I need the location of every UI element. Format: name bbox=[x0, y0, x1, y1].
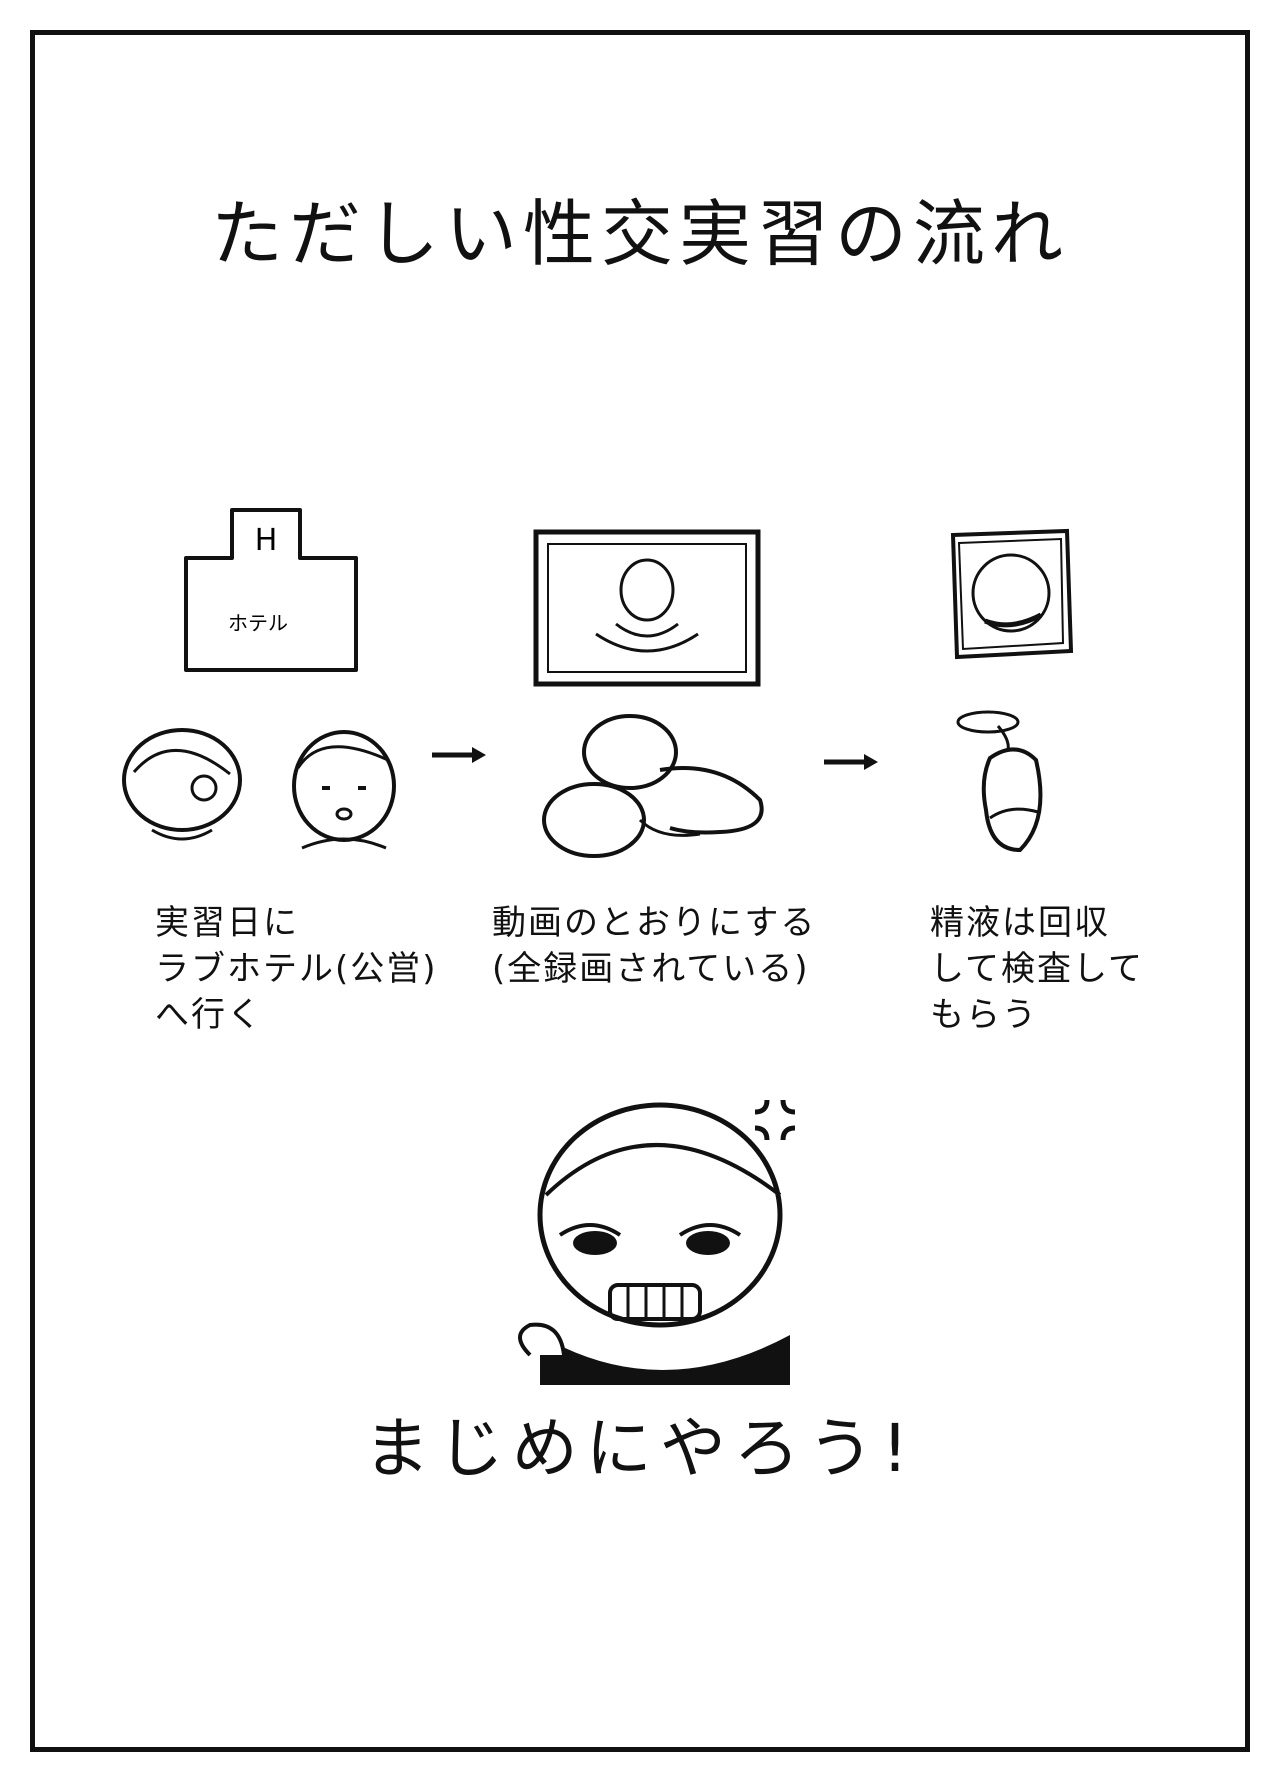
anger-mark-icon bbox=[745, 1090, 805, 1154]
closing-text: まじめにやろう! bbox=[363, 1410, 917, 1487]
tv-screen-icon bbox=[532, 528, 762, 692]
page-title: ただしい性交実習の流れ bbox=[210, 192, 1069, 276]
couple-characters bbox=[112, 718, 412, 862]
hotel-label: ホテル bbox=[228, 611, 288, 635]
serious-character bbox=[500, 1085, 830, 1399]
arrow-right-icon bbox=[822, 752, 882, 776]
arrow-right-icon bbox=[430, 745, 490, 769]
step1-caption: 実習日に ラブホテル(公営) へ行く bbox=[155, 903, 438, 1035]
hotel-building-icon: H ホテル bbox=[176, 500, 366, 684]
hotel-sign: H bbox=[255, 523, 278, 558]
condom-packet-icon bbox=[945, 525, 1075, 669]
panel-frame bbox=[30, 30, 1250, 1752]
step3-caption: 精液は回収 して検査して もらう bbox=[930, 903, 1144, 1035]
step2-caption: 動画のとおりにする (全録画されている) bbox=[492, 903, 817, 989]
embracing-characters bbox=[530, 710, 780, 864]
used-condom-icon bbox=[950, 700, 1060, 864]
